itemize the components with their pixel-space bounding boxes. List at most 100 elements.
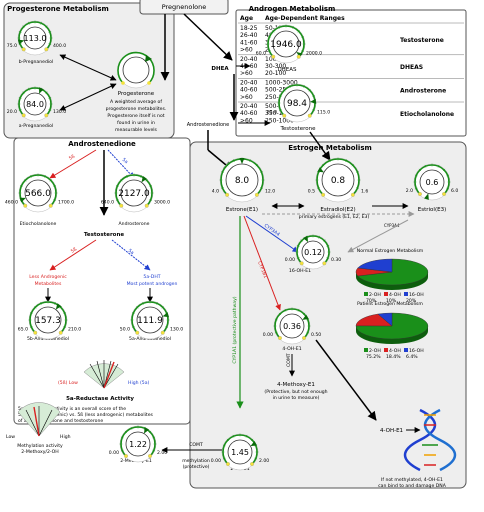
andro-andro-arrow: [107, 149, 135, 179]
estradiol-gauge-max: 1.6: [361, 189, 368, 195]
5b-androstanediol-gauge-tick: [63, 312, 67, 314]
testosterone-gauge-max-star: [307, 113, 312, 118]
estrone-gauge-tick: [259, 187, 263, 189]
2-methoxy-e1-gauge-min: 0.00: [109, 450, 119, 456]
reductase-title: 5a-Reductase Activity: [66, 396, 134, 402]
range-age: >60: [240, 117, 253, 124]
testo-dht-arrow: [111, 239, 151, 271]
a-pregnanediol-gauge-min-star: [21, 113, 26, 118]
range-age: 40-60: [240, 63, 258, 70]
svg-text:in urine to measure): in urine to measure): [273, 395, 320, 401]
4-oh-e1-gauge-tick: [306, 318, 310, 321]
testosterone-gauge-tick: [303, 84, 305, 88]
b-pregnanediol-gauge-tick: [18, 31, 22, 33]
cyp3a4-top: CYP3A4: [384, 223, 400, 228]
androsterone-gauge-marker: [141, 176, 147, 183]
etiocholanolone-gauge-face: [24, 179, 52, 207]
legend-swatch: [364, 348, 368, 352]
etiocholanolone-gauge-marker: [19, 197, 26, 203]
dheas-gauge-max: 2000.0: [306, 51, 322, 57]
testosterone-panel-label: Testosterone: [84, 232, 124, 238]
range-age: 20-40: [240, 56, 258, 63]
androsterone-gauge-max-star: [144, 203, 149, 208]
etiocholanolone-gauge-max-star: [48, 203, 53, 208]
dheas-gauge-tick: [292, 25, 294, 29]
5a-androstanediol-gauge-face: [136, 306, 164, 334]
range-section-androsterone: Androsterone: [400, 88, 446, 95]
range-age: 26-40: [240, 32, 258, 39]
b-pregnanediol-gauge-tick: [22, 25, 25, 28]
2-oh-e1-gauge-tick: [226, 438, 230, 442]
range-age: >60: [240, 94, 253, 101]
androsterone-gauge-tick: [149, 199, 153, 201]
comt-label-2: COMT: [189, 442, 203, 448]
etiocholanolone-gauge-min-star: [23, 203, 28, 208]
16-oh-e1-gauge-tick: [296, 257, 300, 259]
methylation-low: Low: [6, 434, 15, 440]
a-pregnanediol-gauge-tick: [48, 109, 52, 111]
2-oh-e1-gauge-min: 0.00: [211, 458, 221, 464]
dht-label: 5a-DHT: [143, 274, 160, 280]
dheas-gauge-tick: [272, 30, 275, 33]
5a-androstanediol-gauge-tick: [131, 326, 135, 328]
reductase-scale: [83, 360, 125, 389]
estrone-gauge-min: 4.0: [212, 189, 219, 195]
svg-text:Age-Dependent Ranges: Age-Dependent Ranges: [265, 15, 345, 22]
androsterone-gauge-min: 640.0: [101, 200, 114, 206]
androsterone-label: Androsterone: [119, 221, 150, 227]
range-age: >60: [240, 47, 253, 54]
testosterone-gauge-value: 98.4: [287, 99, 307, 109]
legend-swatch: [384, 348, 388, 352]
16-oh-e1-gauge-face: [301, 240, 325, 264]
4-oh-e1-gauge-tick: [306, 331, 310, 334]
2-methoxy-e1-gauge-tick: [120, 436, 124, 439]
b-pregnanediol-gauge-face: [23, 26, 47, 50]
range-age: >60: [240, 70, 253, 77]
prog-a-arrow: [59, 83, 117, 111]
estradiol-gauge-tick: [355, 187, 359, 189]
estradiol-gauge-tick: [355, 171, 359, 173]
16-oh-e1-gauge-tick: [300, 239, 303, 242]
pie-slice-2-OH: [355, 312, 429, 340]
16-oh-e1-gauge-min-star: [299, 261, 304, 266]
androsterone-gauge-tick: [126, 174, 128, 178]
legend-pct: 6.4%: [406, 354, 418, 360]
16-oh-e1-gauge-max-star: [322, 261, 327, 266]
5b-label-1: 5ß: [68, 154, 76, 162]
dheas-gauge-tick: [267, 36, 271, 38]
range-section-dheas: DHEAS: [400, 64, 423, 71]
estradiol-gauge-max-star: [350, 192, 355, 197]
testosterone-gauge-tick: [278, 109, 282, 111]
5b-androstanediol-gauge-marker: [55, 303, 62, 310]
a-pregnanediol-gauge-tick: [22, 91, 25, 94]
reductase-note-1: 5a-Reductase Activity is an overall scor…: [18, 406, 126, 412]
b-pregnanediol-gauge-max-star: [44, 47, 49, 52]
primary-estrogens-note: primary estrogens (E1, E2, E3): [299, 214, 370, 220]
estrone-gauge-max: 12.0: [265, 189, 275, 195]
b-pregnanediol-gauge-tick: [28, 21, 30, 25]
estrone-label: Estrone(E1): [226, 207, 258, 213]
etiocholanolone-gauge-tick: [44, 174, 46, 178]
less-androgenic-label: Less Androgenic: [29, 274, 67, 280]
estrone-gauge-tick: [225, 163, 229, 167]
estrone-gauge-tick: [233, 159, 235, 163]
5a-androstanediol-gauge-tick: [156, 301, 158, 305]
2-methoxy-e1-gauge-max-star: [148, 454, 152, 458]
4-oh-e1-gauge-tick: [284, 308, 287, 312]
testosterone-top-label: Testosterone: [280, 126, 317, 132]
range-age: 40-60: [240, 110, 258, 117]
legend-label: 2-OH: [369, 292, 381, 298]
reductase-note-3: of androstenedione and testosterone: [18, 418, 103, 424]
estrone-gauge-max-star: [254, 192, 259, 197]
androsterone-gauge-tick: [145, 179, 148, 182]
legend-swatch: [364, 292, 368, 296]
5a-androstanediol-gauge-tick: [131, 312, 135, 314]
estriol-gauge-tick: [446, 187, 450, 190]
normal-pie-title: Normal Estrogen Metabolism: [357, 248, 424, 254]
